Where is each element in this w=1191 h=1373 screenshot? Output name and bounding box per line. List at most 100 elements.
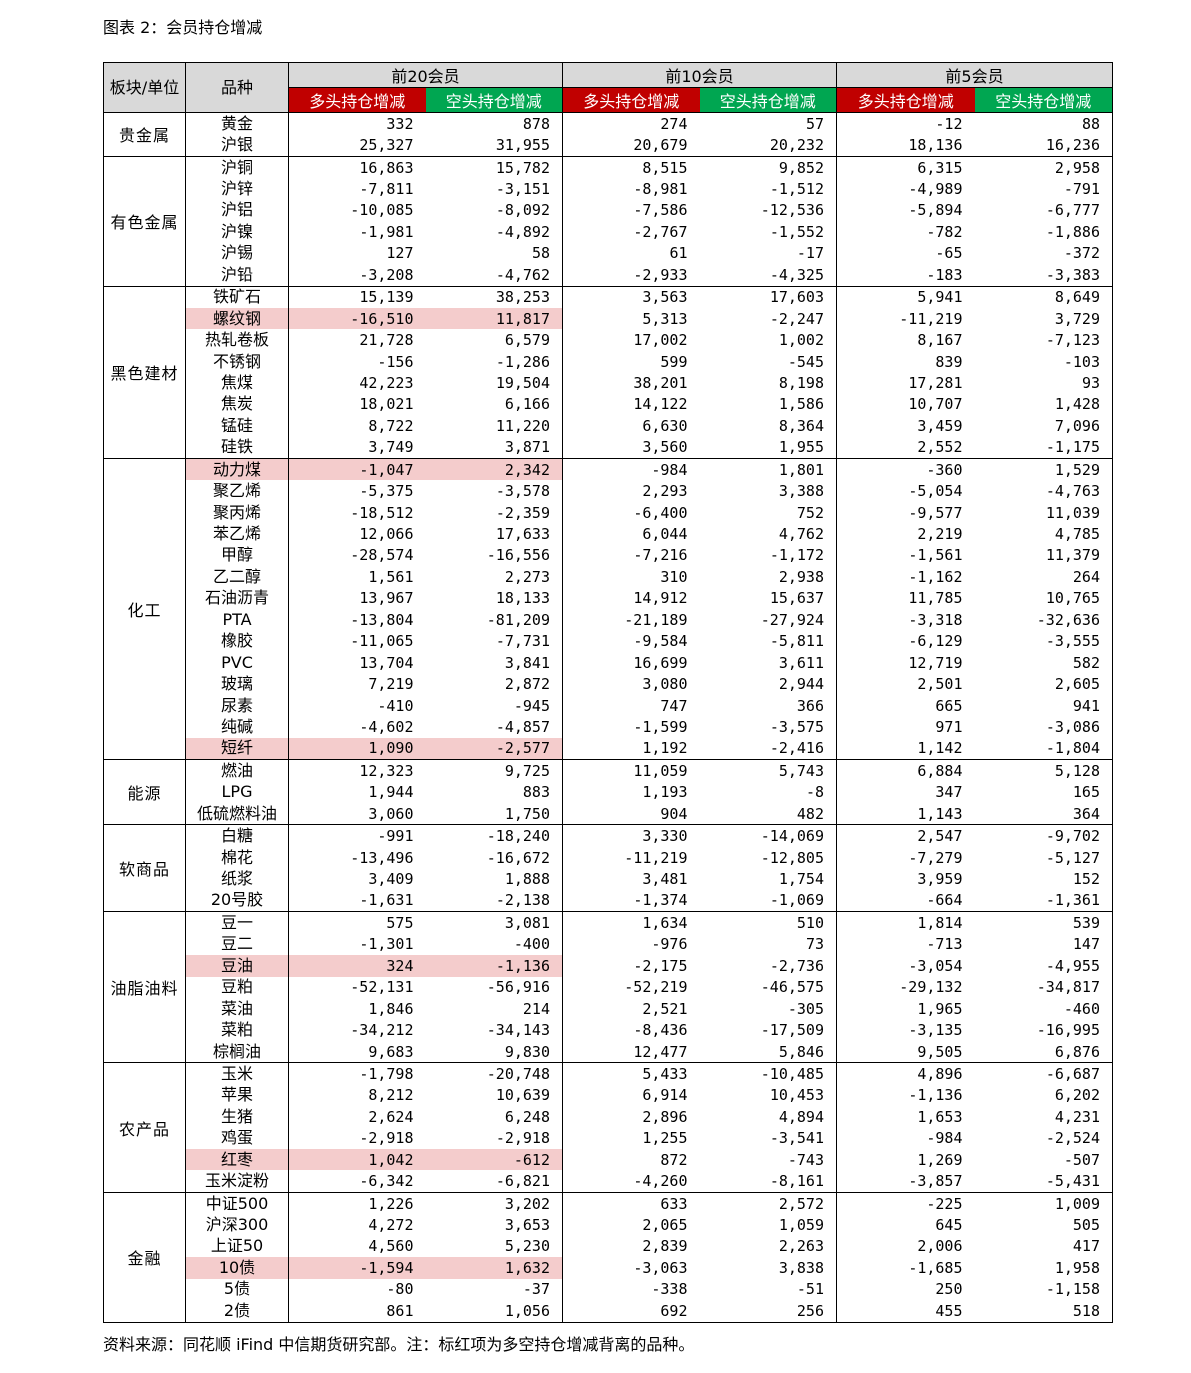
value-cell: 17,002 xyxy=(633,331,688,350)
value-cell: 18,136 xyxy=(908,136,963,155)
value-cell: 5,941 xyxy=(836,285,975,308)
value-cell: 633 xyxy=(562,1191,700,1215)
variety-cell: 豆粕 xyxy=(185,976,289,998)
value-cell: 3,653 xyxy=(425,1214,563,1236)
value-cell: 11,059 xyxy=(562,759,700,782)
value-cell: -1,158 xyxy=(974,1278,1113,1301)
value-cell: -4,260 xyxy=(633,1172,688,1191)
value-cell: 941 xyxy=(974,694,1113,717)
value-cell: 1,814 xyxy=(836,911,975,934)
value-cell: 6,579 xyxy=(425,329,563,351)
value-cell: 417 xyxy=(974,1235,1113,1258)
value-cell: 25,327 xyxy=(359,136,414,155)
value-cell: -976 xyxy=(651,935,688,954)
value-cell: 364 xyxy=(974,803,1113,825)
value-cell: -17 xyxy=(699,242,837,265)
value-cell: 1,255 xyxy=(642,1129,688,1148)
value-cell: 872 xyxy=(660,1150,688,1169)
value-cell: -305 xyxy=(699,997,837,1020)
top5-short-header: 空头持仓增减 xyxy=(974,87,1113,113)
variety-cell: 短纤 xyxy=(185,737,289,760)
value-cell: 5,313 xyxy=(642,309,688,328)
variety-cell: 动力煤 xyxy=(185,458,289,481)
value-cell: -338 xyxy=(651,1280,688,1299)
value-cell: 2,501 xyxy=(917,675,963,694)
value-cell: 3,871 xyxy=(425,436,563,459)
value-cell: -713 xyxy=(926,935,963,954)
value-cell: 3,560 xyxy=(642,438,688,457)
sector-cell: 油脂油料 xyxy=(103,911,186,1063)
value-cell: 645 xyxy=(935,1216,963,1235)
value-cell: 1,955 xyxy=(699,436,837,459)
value-cell: 5,230 xyxy=(425,1235,563,1258)
table-row: PTA-13,804-81,209-21,189-27,924-3,318-32… xyxy=(104,609,1113,631)
value-cell: -3,857 xyxy=(908,1172,963,1191)
value-cell: 61 xyxy=(669,244,688,263)
value-cell: 2,006 xyxy=(917,1237,963,1256)
value-cell: 8,212 xyxy=(368,1086,414,1105)
value-cell: 12,323 xyxy=(288,759,426,782)
variety-cell: 苯乙烯 xyxy=(185,523,289,545)
value-cell: -3,578 xyxy=(425,480,563,502)
value-cell: -3,054 xyxy=(908,956,963,975)
value-cell: -37 xyxy=(425,1278,563,1301)
value-cell: 15,782 xyxy=(425,155,563,179)
variety-cell: 2债 xyxy=(185,1300,289,1323)
variety-cell: 豆油 xyxy=(185,955,289,977)
variety-cell: 焦煤 xyxy=(185,372,289,394)
value-cell: 332 xyxy=(288,112,426,135)
value-cell: 4,894 xyxy=(699,1106,837,1128)
variety-cell: 鸡蛋 xyxy=(185,1127,289,1149)
value-cell: -4,955 xyxy=(974,955,1113,977)
value-cell: -5,127 xyxy=(974,846,1113,869)
value-cell: 12,477 xyxy=(633,1042,688,1061)
value-cell: -9,702 xyxy=(974,824,1113,847)
value-cell: 505 xyxy=(974,1214,1113,1236)
value-cell: 2,872 xyxy=(425,673,563,695)
value-cell: 3,081 xyxy=(425,911,563,934)
value-cell: 6,876 xyxy=(974,1040,1113,1063)
value-cell: -1,512 xyxy=(699,178,837,200)
value-cell: 1,193 xyxy=(642,783,688,802)
value-cell: 518 xyxy=(974,1300,1113,1323)
value-cell: 11,379 xyxy=(974,544,1113,567)
value-cell: 214 xyxy=(425,997,563,1020)
value-cell: -1,599 xyxy=(633,717,688,736)
value-cell: -103 xyxy=(974,350,1113,373)
value-cell: 883 xyxy=(425,781,563,803)
value-cell: 3,388 xyxy=(699,480,837,502)
variety-cell: 沪铜 xyxy=(185,155,289,179)
value-cell: -8 xyxy=(699,781,837,803)
value-cell: 20,232 xyxy=(699,134,837,157)
value-cell: -7,586 xyxy=(633,201,688,220)
value-cell: -17,509 xyxy=(699,1019,837,1041)
value-cell: 366 xyxy=(699,694,837,717)
value-cell: 10,707 xyxy=(908,395,963,414)
value-cell: -46,575 xyxy=(699,976,837,998)
value-cell: 1,090 xyxy=(288,737,426,760)
value-cell: -2,138 xyxy=(425,889,563,912)
value-cell: 147 xyxy=(974,933,1113,956)
value-cell: 1,958 xyxy=(974,1257,1113,1279)
value-cell: 17,603 xyxy=(699,285,837,308)
sector-cell: 贵金属 xyxy=(103,112,186,157)
value-cell: -1,804 xyxy=(974,737,1113,760)
variety-cell: 燃油 xyxy=(185,759,289,782)
value-cell: -80 xyxy=(386,1280,414,1299)
value-cell: 747 xyxy=(660,696,688,715)
value-cell: 4,231 xyxy=(974,1106,1113,1128)
variety-cell: 玻璃 xyxy=(185,673,289,695)
value-cell: -2,359 xyxy=(425,501,563,524)
value-cell: -1,175 xyxy=(974,436,1113,459)
value-cell: -5,894 xyxy=(908,201,963,220)
value-cell: -7,216 xyxy=(633,546,688,565)
